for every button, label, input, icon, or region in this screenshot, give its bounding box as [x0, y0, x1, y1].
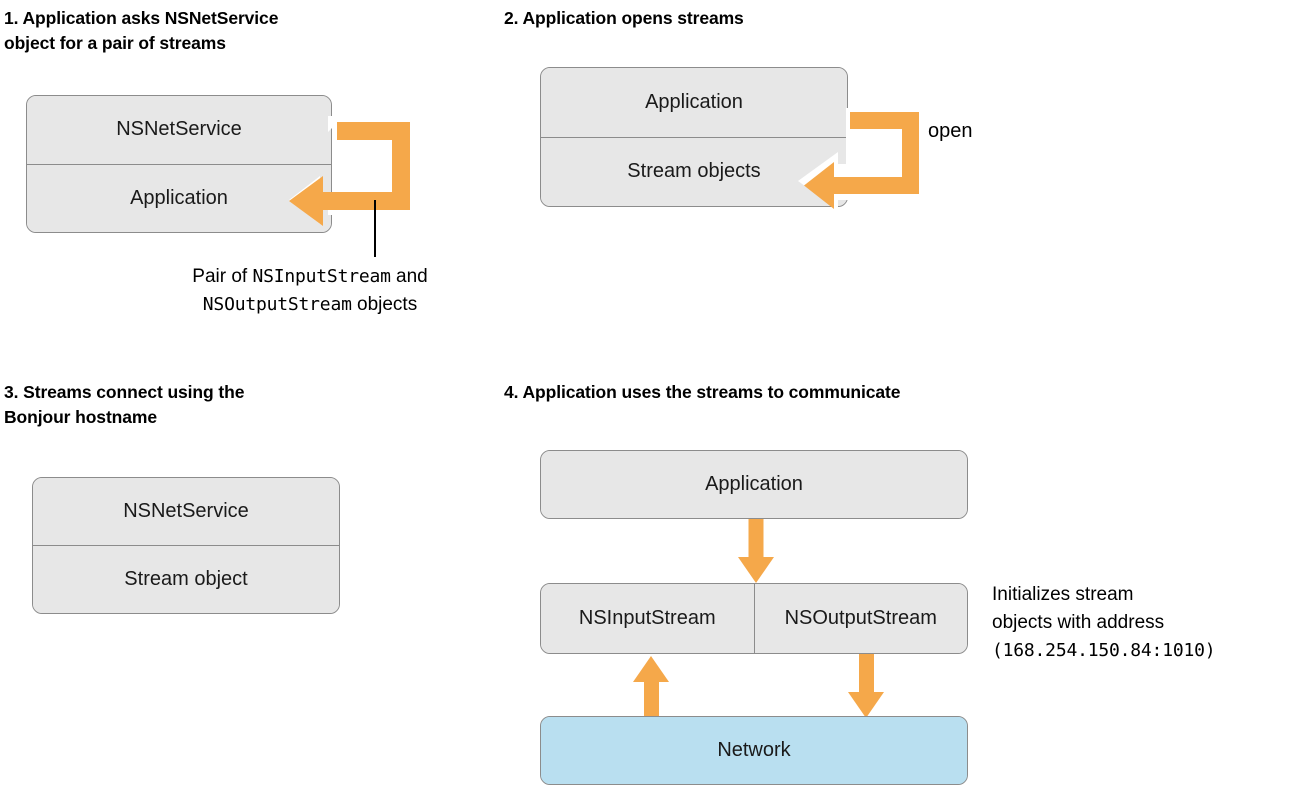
panel-1-title: 1. Application asks NSNetService object … — [4, 8, 279, 53]
panel-4-application-stack: Application — [540, 450, 968, 519]
panel-3-stack: NSNetService Stream object — [32, 477, 340, 614]
panel-4-side-note-address: (168.254.150.84:1010) — [992, 640, 1216, 661]
panel-1-stack: NSNetService Application — [26, 95, 332, 233]
panel-4-side-note-line-2: objects with address — [992, 612, 1165, 633]
panel-4-side-note: Initializes stream objects with address … — [992, 581, 1292, 665]
caption-post: and — [390, 266, 428, 287]
panel-4-arrow-output-to-network-icon — [848, 654, 884, 718]
panel-3-box-nsnetservice: NSNetService — [33, 478, 339, 545]
caption-nsinputstream: NSInputStream — [252, 266, 391, 287]
panel-2-title: 2. Application opens streams — [504, 8, 744, 28]
panel-1-caption-line-2: NSOutputStream objects — [120, 291, 500, 319]
panel-2-arrow-label-open: open — [928, 120, 973, 142]
panel-3-box-stream-object: Stream object — [33, 545, 339, 613]
panel-4-box-nsinputstream: NSInputStream — [541, 584, 754, 653]
panel-4-arrow-app-to-streams-icon — [738, 519, 774, 583]
panel-1-box-application: Application — [27, 163, 331, 232]
panel-1-leader-line — [374, 200, 376, 257]
panel-1-caption: Pair of NSInputStream and NSOutputStream… — [120, 263, 500, 319]
panel-1-caption-line-1: Pair of NSInputStream and — [120, 263, 500, 291]
panel-4-title: 4. Application uses the streams to commu… — [504, 382, 901, 402]
panel-4-network-stack: Network — [540, 716, 968, 785]
panel-2-box-application: Application — [541, 68, 847, 137]
panel-3-title: 3. Streams connect using the Bonjour hos… — [4, 382, 245, 427]
panel-1-box-nsnetservice: NSNetService — [27, 96, 331, 164]
caption-objects: objects — [351, 294, 418, 315]
panel-4-arrow-network-to-input-icon — [633, 656, 669, 720]
panel-2-loop-arrow-left-icon — [798, 108, 923, 210]
panel-4-box-nsoutputstream: NSOutputStream — [753, 584, 967, 653]
panel-1-loop-arrow-left-icon — [289, 116, 418, 226]
panel-4-box-application: Application — [541, 451, 967, 518]
panel-4-box-network: Network — [541, 717, 967, 784]
caption-pre: Pair of — [192, 266, 253, 287]
panel-2-stack: Application Stream objects — [540, 67, 848, 207]
panel-4-side-note-line-1: Initializes stream — [992, 584, 1134, 605]
panel-4-stream-stack: NSInputStream NSOutputStream — [540, 583, 968, 654]
panel-2-box-stream-objects: Stream objects — [541, 136, 847, 206]
caption-nsoutputstream: NSOutputStream — [202, 294, 352, 315]
